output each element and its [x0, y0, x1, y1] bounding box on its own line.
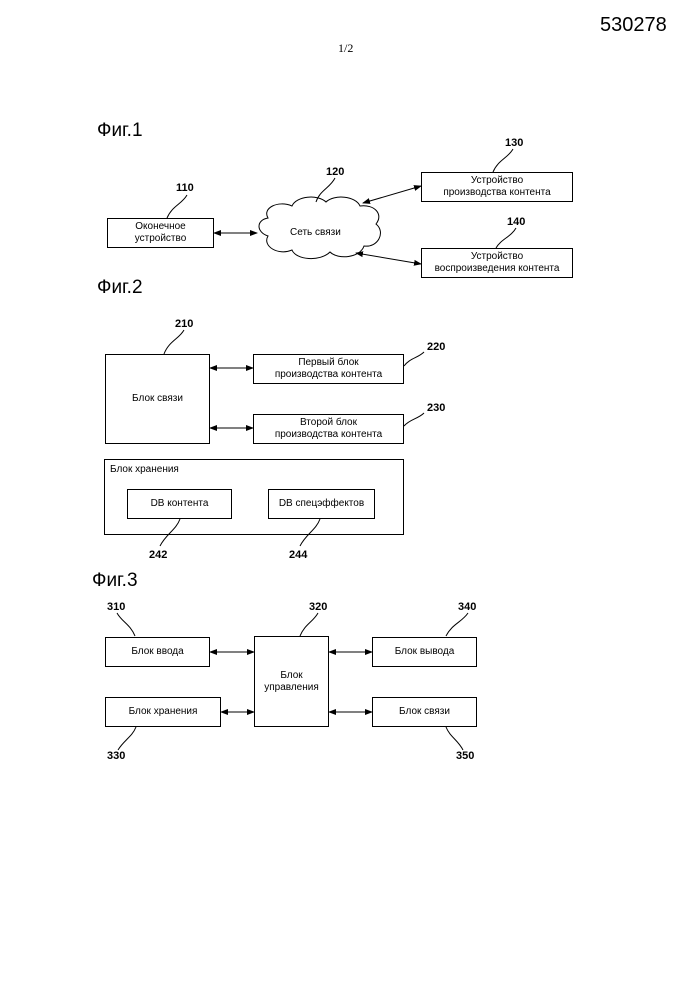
- second-producer-box: Второй блок производства контента: [253, 414, 404, 444]
- ref-244: 244: [289, 549, 307, 561]
- network-label: Сеть связи: [290, 227, 341, 238]
- input-unit-box: Блок ввода: [105, 637, 210, 667]
- leader-220: [404, 352, 424, 366]
- comm-unit-box: Блок связи: [105, 354, 210, 444]
- ref-230: 230: [427, 402, 445, 414]
- fig3-label: Фиг.3: [92, 570, 138, 592]
- fig1-label: Фиг.1: [97, 120, 143, 142]
- ref-242: 242: [149, 549, 167, 561]
- first-producer-box: Первый блок производства контента: [253, 354, 404, 384]
- second-line1: Второй блок: [275, 417, 382, 429]
- producer-line2: производства контента: [443, 187, 550, 199]
- leader-350: [446, 727, 463, 750]
- ref-140: 140: [507, 216, 525, 228]
- ref-110: 110: [176, 182, 194, 194]
- first-line1: Первый блок: [275, 357, 382, 369]
- ref-350: 350: [456, 750, 474, 762]
- storage-unit-label: Блок хранения: [110, 464, 179, 475]
- leader-140: [496, 228, 516, 248]
- leader-110: [167, 195, 187, 218]
- control-line2: управления: [264, 682, 319, 694]
- comm-unit-box-fig3: Блок связи: [372, 697, 477, 727]
- leader-230: [404, 413, 424, 426]
- player-line2: воспроизведения контента: [435, 263, 560, 275]
- ref-330: 330: [107, 750, 125, 762]
- content-db-label: DB контента: [151, 498, 209, 510]
- leader-310: [117, 613, 135, 636]
- terminal-device-box: Оконечное устройство: [107, 218, 214, 248]
- arrow-network-producer: [363, 186, 421, 203]
- output-unit-box: Блок вывода: [372, 637, 477, 667]
- ref-320: 320: [309, 601, 327, 613]
- page-number: 1/2: [338, 41, 353, 56]
- second-line2: производства контента: [275, 429, 382, 441]
- leader-210: [164, 330, 184, 354]
- content-player-box: Устройство воспроизведения контента: [421, 248, 573, 278]
- terminal-line2: устройство: [135, 233, 187, 245]
- effects-db-label: DB спецэффектов: [279, 498, 364, 510]
- content-db-box: DB контента: [127, 489, 232, 519]
- control-unit-box: Блок управления: [254, 636, 329, 727]
- effects-db-box: DB спецэффектов: [268, 489, 375, 519]
- leader-340: [446, 613, 468, 636]
- ref-120: 120: [326, 166, 344, 178]
- fig2-label: Фиг.2: [97, 277, 143, 299]
- ref-310: 310: [107, 601, 125, 613]
- leader-320: [300, 613, 318, 636]
- ref-340: 340: [458, 601, 476, 613]
- producer-line1: Устройство: [443, 175, 550, 187]
- document-number: 530278: [600, 14, 667, 37]
- storage-unit-box-fig3: Блок хранения: [105, 697, 221, 727]
- leader-330: [118, 727, 136, 750]
- first-line2: производства контента: [275, 369, 382, 381]
- ref-130: 130: [505, 137, 523, 149]
- output-unit-label: Блок вывода: [395, 646, 455, 658]
- comm-unit-label-fig3: Блок связи: [399, 706, 450, 718]
- terminal-line1: Оконечное: [135, 221, 187, 233]
- leader-130: [493, 149, 513, 172]
- storage-unit-label-fig3: Блок хранения: [129, 706, 198, 718]
- control-line1: Блок: [264, 670, 319, 682]
- player-line1: Устройство: [435, 251, 560, 263]
- comm-unit-label: Блок связи: [132, 393, 183, 405]
- arrow-network-player: [356, 253, 421, 264]
- content-producer-box: Устройство производства контента: [421, 172, 573, 202]
- input-unit-label: Блок ввода: [131, 646, 183, 658]
- ref-210: 210: [175, 318, 193, 330]
- ref-220: 220: [427, 341, 445, 353]
